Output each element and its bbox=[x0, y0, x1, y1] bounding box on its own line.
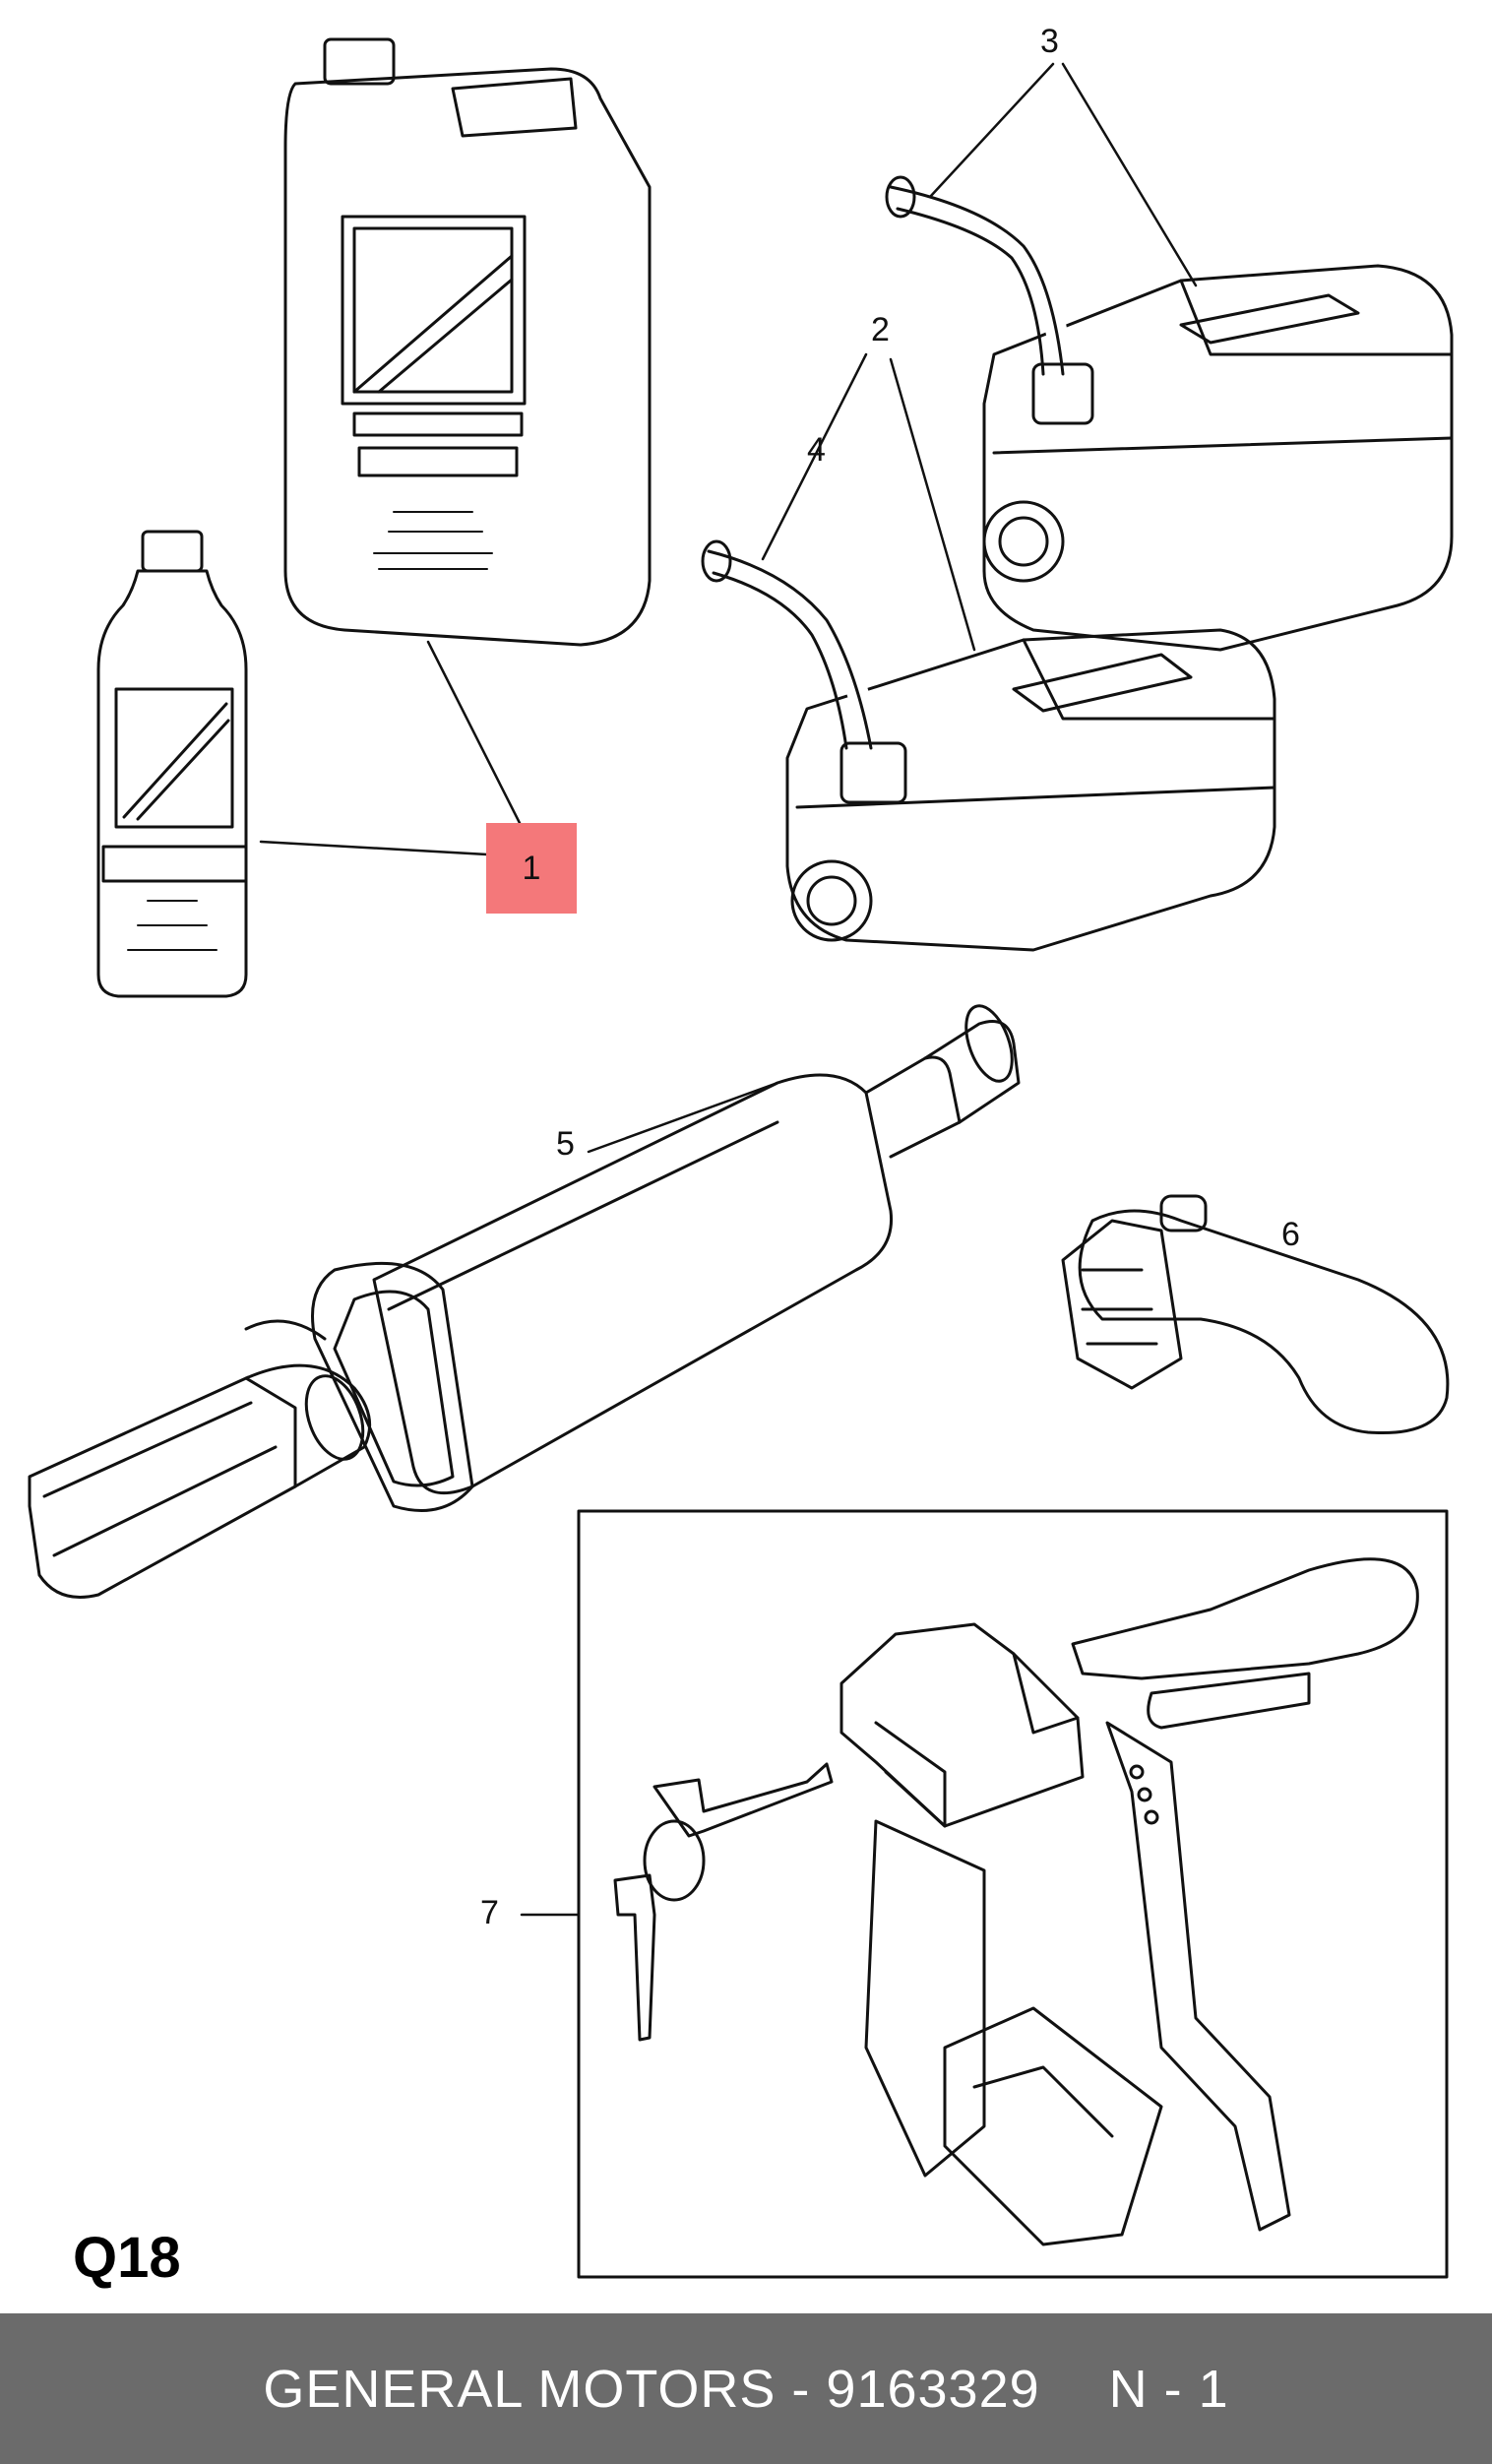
leader-line-2 bbox=[889, 357, 976, 652]
leader-lines bbox=[259, 62, 1198, 1917]
leader-line-4 bbox=[761, 352, 868, 561]
footer-bar: GENERAL MOTORS - 9163329 N - 1 bbox=[0, 2313, 1492, 2464]
kit-box-illustration bbox=[577, 1509, 1449, 2279]
callout-6: 6 bbox=[1281, 1216, 1300, 1253]
callout-7: 7 bbox=[480, 1894, 499, 1931]
leader-line-1a bbox=[426, 640, 524, 829]
callout-1: 1 bbox=[486, 823, 577, 914]
footer-position: N - 1 bbox=[1108, 2359, 1229, 2419]
parts-diagram bbox=[28, 37, 1454, 2279]
hose-coupling-illustration bbox=[1061, 1194, 1450, 1435]
leader-line-3a bbox=[928, 62, 1055, 199]
footer-brand-part: GENERAL MOTORS - 9163329 bbox=[263, 2359, 1040, 2419]
callout-4: 4 bbox=[807, 431, 826, 469]
leader-line-3b bbox=[1061, 62, 1198, 287]
large-oil-canister-illustration bbox=[283, 37, 652, 647]
fuel-can-lower-illustration bbox=[698, 539, 1276, 952]
small-oil-bottle-illustration bbox=[96, 530, 248, 998]
callout-5: 5 bbox=[556, 1125, 575, 1163]
leader-line-1b bbox=[259, 840, 489, 856]
callout-3: 3 bbox=[1040, 23, 1059, 60]
fuel-can-upper-illustration bbox=[880, 175, 1454, 652]
callout-2: 2 bbox=[871, 311, 890, 348]
page-code: Q18 bbox=[73, 2226, 181, 2290]
exhaust-silencer-illustration bbox=[28, 1004, 1021, 1599]
leader-line-5 bbox=[587, 1081, 779, 1154]
